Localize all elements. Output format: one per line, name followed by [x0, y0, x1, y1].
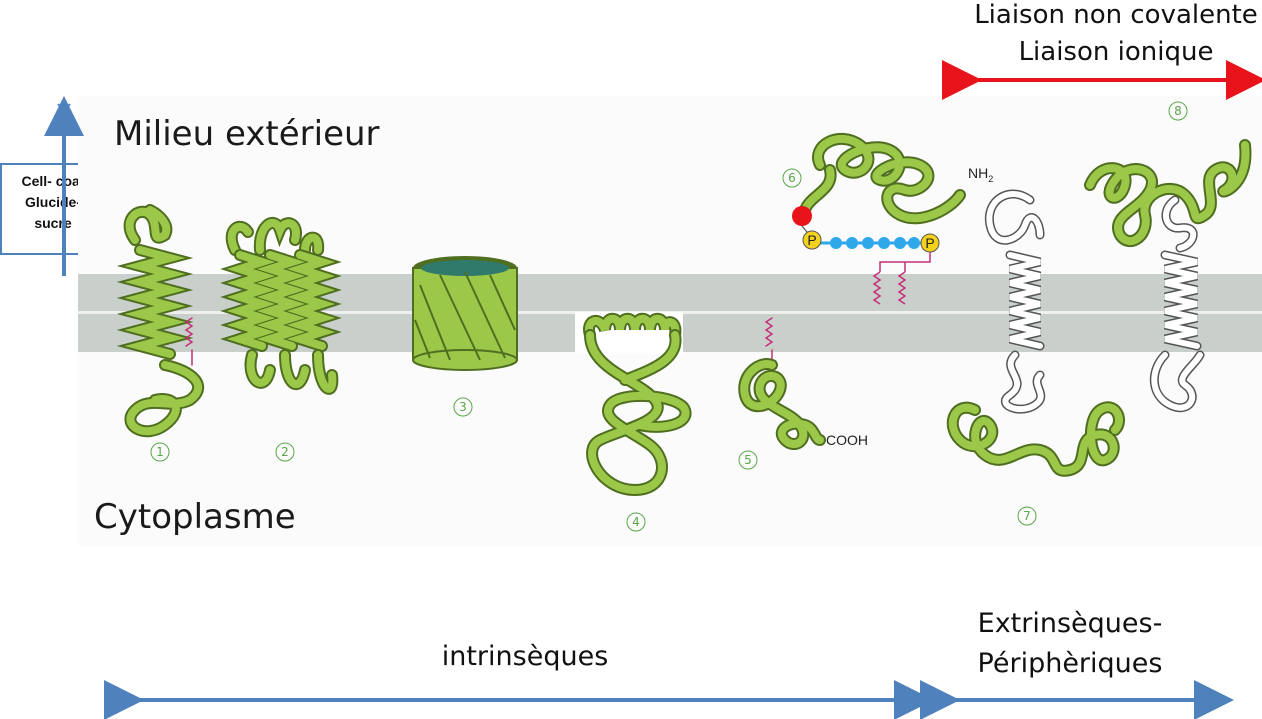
protein-6-gpi-anchored: [799, 133, 966, 225]
protein-number-5: 5: [744, 453, 752, 467]
liaison-non-covalente-label: Liaison non covalente: [974, 0, 1258, 30]
cell-coat-line2: Glucide-: [24, 194, 81, 210]
nh2-label: NH2: [968, 165, 993, 184]
phosphate-left: P: [802, 230, 822, 250]
svg-text:P: P: [807, 232, 816, 248]
protein-number-8: 8: [1174, 104, 1182, 118]
protein-number-4: 4: [632, 515, 640, 529]
protein-1-single-helix: [116, 204, 204, 438]
arrow-tip-cross: [57, 103, 71, 119]
lipid-anchor-6: [872, 252, 931, 305]
protein-number-3: 3: [459, 400, 467, 414]
protein-number-2: 2: [281, 445, 289, 459]
extrinseques-label-line2: Périphèriques: [977, 648, 1163, 679]
cytoplasme-label: Cytoplasme: [94, 497, 296, 537]
protein-number-7: 7: [1023, 509, 1031, 523]
protein-4-monotopic: [575, 312, 692, 497]
protein-number-6: 6: [788, 171, 796, 185]
protein-2-multi-helix: [220, 217, 342, 395]
protein-7-peripheral: [946, 189, 1125, 477]
milieu-exterieur-label: Milieu extérieur: [114, 114, 380, 154]
glycan-chain: [820, 237, 925, 249]
extrinseques-label-line1: Extrinsèques-: [977, 608, 1163, 639]
protein-5-lipid-anchored: [738, 317, 826, 450]
cell-coat-line1: Cell- coat: [21, 173, 85, 189]
protein-number-1: 1: [156, 445, 164, 459]
protein-3-beta-barrel: [412, 256, 518, 371]
red-sphere: [792, 206, 812, 226]
cooh-label: COOH: [826, 432, 868, 448]
phosphate-right: P: [920, 233, 940, 253]
protein-8-peripheral: [1084, 139, 1252, 412]
svg-text:P: P: [925, 235, 934, 251]
intrinseques-label: intrinsèques: [441, 641, 609, 672]
